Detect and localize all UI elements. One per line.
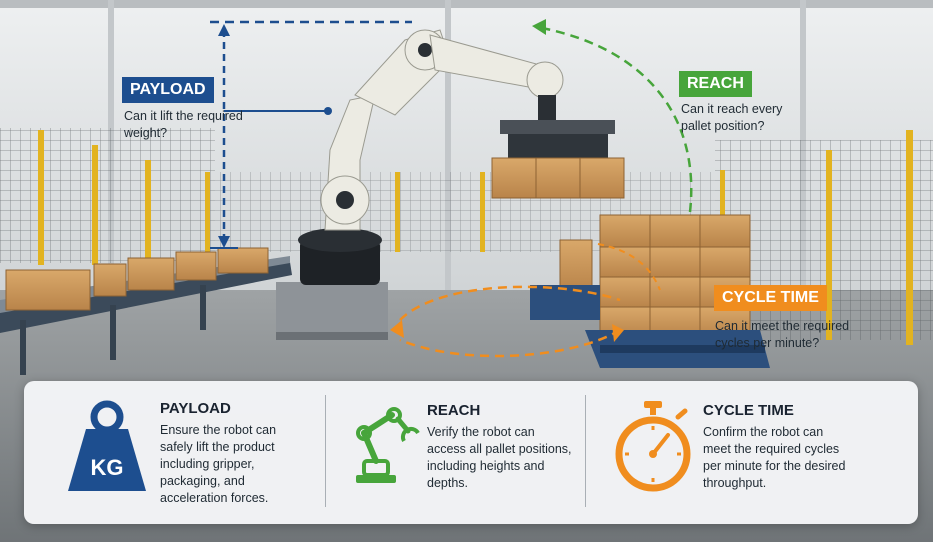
- reach-panel-text: Verify the robot can access all pallet p…: [427, 425, 572, 490]
- stopwatch-icon: [615, 401, 691, 492]
- kg-weight-icon: KG: [68, 400, 146, 491]
- reach-callout-label: REACH: [679, 71, 752, 97]
- cycle-time-callout-label: CYCLE TIME: [714, 285, 827, 311]
- reach-column: REACH Verify the robot can access all pa…: [326, 381, 584, 524]
- reach-callout-question: Can it reach every pallet position?: [681, 102, 783, 133]
- cycle-time-callout-question: Can it meet the required cycles per minu…: [715, 319, 850, 350]
- divider: [325, 395, 326, 507]
- divider: [585, 395, 586, 507]
- info-panel: KG PAYLOAD Ensure the robot can safely l…: [24, 381, 918, 524]
- cycle-time-column: CYCLE TIME Confirm the robot can meet th…: [586, 381, 918, 524]
- kg-icon-text: KG: [91, 455, 124, 480]
- payload-callout-label: PAYLOAD: [122, 77, 214, 103]
- payload-callout-question: Can it lift the required weight?: [124, 109, 243, 140]
- payload-panel-text: Ensure the robot can safely lift the pro…: [160, 423, 277, 505]
- payload-column: KG PAYLOAD Ensure the robot can safely l…: [24, 381, 324, 524]
- robot-arm-icon: [356, 407, 420, 483]
- payload-panel-title: PAYLOAD: [160, 400, 231, 417]
- reach-panel-title: REACH: [427, 402, 481, 419]
- cycle-time-panel-title: CYCLE TIME: [703, 402, 794, 419]
- cycle-time-panel-text: Confirm the robot can meet the required …: [703, 425, 846, 490]
